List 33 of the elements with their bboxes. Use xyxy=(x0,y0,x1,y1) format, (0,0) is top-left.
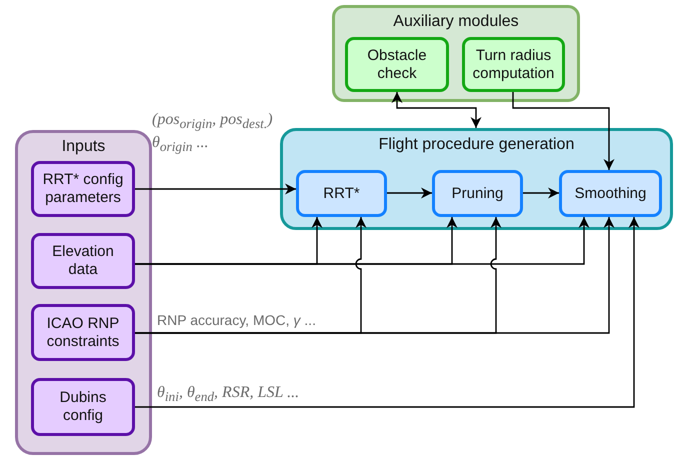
group-title: Flight procedure generation xyxy=(378,136,574,154)
arrow xyxy=(135,217,640,408)
inputs-group xyxy=(15,130,152,455)
box-label: Dubins config xyxy=(58,389,108,425)
box-label: Turn radius computation xyxy=(472,46,556,82)
process-box xyxy=(296,170,387,217)
arrow xyxy=(523,188,559,198)
arrow xyxy=(135,217,590,265)
process-group xyxy=(280,128,673,230)
input-box xyxy=(31,304,135,361)
box-label: Smoothing xyxy=(574,184,646,202)
process-box xyxy=(559,170,662,217)
arrow xyxy=(392,92,482,128)
arrow xyxy=(135,184,296,194)
group-title: Auxiliary modules xyxy=(393,13,519,31)
box-label: ICAO RNP constraints xyxy=(46,314,120,350)
module-group xyxy=(332,5,580,102)
input-box xyxy=(31,378,135,436)
group-title: Inputs xyxy=(62,138,106,156)
arrow xyxy=(387,188,432,198)
box-label: RRT* config parameters xyxy=(42,171,124,207)
process-box xyxy=(432,170,523,217)
input-box xyxy=(31,233,135,289)
input-box xyxy=(31,161,135,217)
arrow xyxy=(512,92,614,170)
arrow xyxy=(135,217,614,334)
box-label: Pruning xyxy=(452,184,504,202)
module-box xyxy=(345,37,449,92)
edge-label: RNP accuracy, MOC, γ ... xyxy=(157,312,316,330)
box-label: Obstacle check xyxy=(366,46,428,82)
box-label: Elevation data xyxy=(51,243,115,279)
box-label: RRT* xyxy=(323,184,360,202)
module-box xyxy=(462,37,565,92)
